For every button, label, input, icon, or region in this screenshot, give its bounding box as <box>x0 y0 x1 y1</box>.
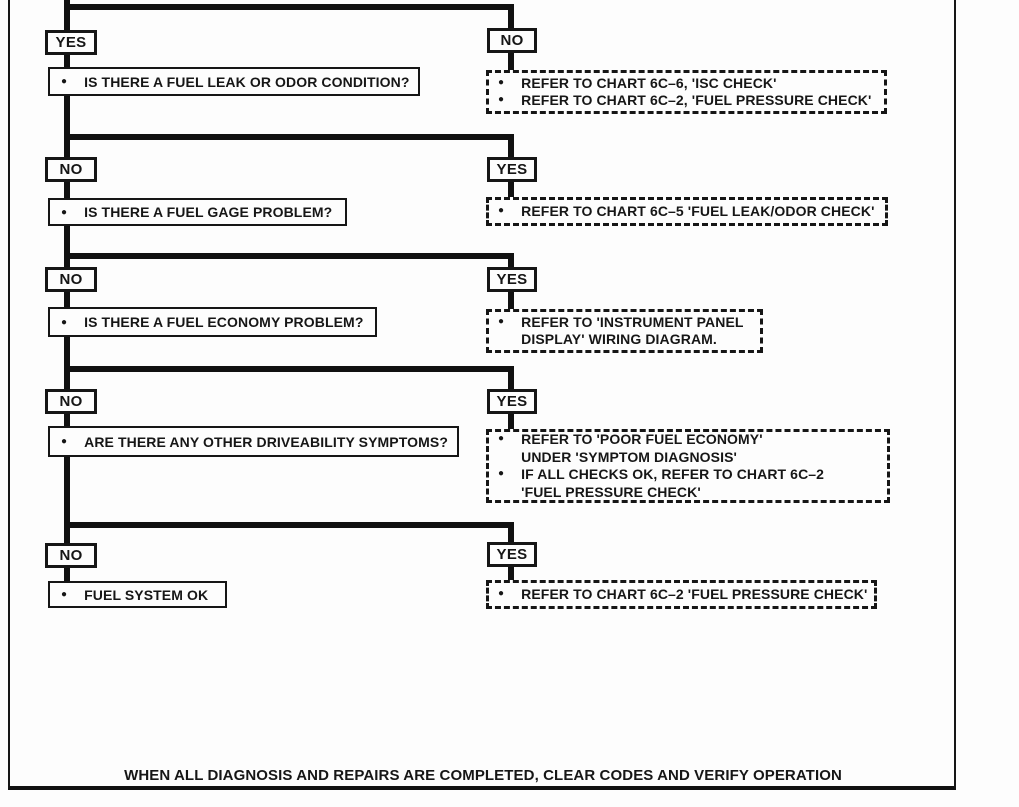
action-item: ● REFER TO 'POOR FUEL ECONOMY' UNDER 'SY… <box>498 431 881 466</box>
action-item: ● IF ALL CHECKS OK, REFER TO CHART 6C–2 … <box>498 466 881 501</box>
bullet-icon: ● <box>61 76 68 87</box>
row5-action-box: ● REFER TO CHART 6C–2 'FUEL PRESSURE CHE… <box>486 580 877 609</box>
row1-left-branch-label: YES <box>45 30 97 55</box>
action-item: ● REFER TO CHART 6C–6, 'ISC CHECK' <box>498 75 878 93</box>
action-item: ● REFER TO CHART 6C–5 'FUEL LEAK/ODOR CH… <box>498 203 879 221</box>
row3-left-branch-label: NO <box>45 267 97 292</box>
bullet-icon: ● <box>498 433 505 444</box>
action-item: ● REFER TO CHART 6C–2 'FUEL PRESSURE CHE… <box>498 586 868 604</box>
row1-action-2: REFER TO CHART 6C–2, 'FUEL PRESSURE CHEC… <box>521 92 872 108</box>
row5-question-text: FUEL SYSTEM OK <box>84 586 209 603</box>
left-trunk-line <box>64 0 70 590</box>
row4-rail-line <box>64 366 514 372</box>
row1-question-text: IS THERE A FUEL LEAK OR ODOR CONDITION? <box>84 73 410 90</box>
page-border <box>8 0 956 790</box>
row5-action-1: REFER TO CHART 6C–2 'FUEL PRESSURE CHECK… <box>521 585 868 602</box>
bullet-icon: ● <box>61 316 68 328</box>
footer-instruction: WHEN ALL DIAGNOSIS AND REPAIRS ARE COMPL… <box>124 767 842 784</box>
bullet-icon: ● <box>61 206 68 218</box>
row3-action-box: ● REFER TO 'INSTRUMENT PANEL DISPLAY' WI… <box>486 309 763 353</box>
row3-question-box: ● IS THERE A FUEL ECONOMY PROBLEM? <box>48 307 377 337</box>
row3-rail-line <box>64 253 514 259</box>
row3-question-text: IS THERE A FUEL ECONOMY PROBLEM? <box>84 314 364 330</box>
row1-action-box: ● REFER TO CHART 6C–6, 'ISC CHECK' ● REF… <box>486 70 887 114</box>
row1-right-branch-label: NO <box>487 28 537 53</box>
row2-question-box: ● IS THERE A FUEL GAGE PROBLEM? <box>48 198 347 226</box>
row2-rail-line <box>64 134 514 140</box>
row4-action-1: REFER TO 'POOR FUEL ECONOMY' UNDER 'SYMP… <box>521 431 763 465</box>
bullet-icon: ● <box>61 589 68 600</box>
action-item: ● REFER TO CHART 6C–2, 'FUEL PRESSURE CH… <box>498 92 878 110</box>
row5-rail-line <box>64 522 514 528</box>
row3-action-1: REFER TO 'INSTRUMENT PANEL DISPLAY' WIRI… <box>521 313 744 348</box>
row3-right-branch-label: YES <box>487 267 537 292</box>
row5-right-branch-label: YES <box>487 542 537 567</box>
row1-question-box: ● IS THERE A FUEL LEAK OR ODOR CONDITION… <box>48 67 420 96</box>
row2-action-1: REFER TO CHART 6C–5 'FUEL LEAK/ODOR CHEC… <box>521 202 875 219</box>
action-item: ● REFER TO 'INSTRUMENT PANEL DISPLAY' WI… <box>498 314 754 349</box>
row4-left-branch-label: NO <box>45 389 97 414</box>
row5-question-box: ● FUEL SYSTEM OK <box>48 581 227 608</box>
bullet-icon: ● <box>498 315 505 327</box>
row2-right-branch-label: YES <box>487 157 537 182</box>
bullet-icon: ● <box>498 76 505 88</box>
row4-question-text: ARE THERE ANY OTHER DRIVEABILITY SYMPTOM… <box>84 433 448 450</box>
row5-left-branch-label: NO <box>45 543 97 568</box>
row4-action-box: ● REFER TO 'POOR FUEL ECONOMY' UNDER 'SY… <box>486 429 890 503</box>
row2-question-text: IS THERE A FUEL GAGE PROBLEM? <box>84 204 333 220</box>
bullet-icon: ● <box>498 468 505 479</box>
bullet-icon: ● <box>498 204 505 216</box>
row4-right-branch-label: YES <box>487 389 537 414</box>
row4-action-2: IF ALL CHECKS OK, REFER TO CHART 6C–2 'F… <box>521 466 825 500</box>
row2-left-branch-label: NO <box>45 157 97 182</box>
bullet-icon: ● <box>61 436 68 447</box>
row4-question-box: ● ARE THERE ANY OTHER DRIVEABILITY SYMPT… <box>48 426 459 457</box>
row1-action-1: REFER TO CHART 6C–6, 'ISC CHECK' <box>521 74 777 91</box>
bullet-icon: ● <box>498 94 505 105</box>
row1-rail-line <box>64 4 514 10</box>
bullet-icon: ● <box>498 587 505 599</box>
row2-action-box: ● REFER TO CHART 6C–5 'FUEL LEAK/ODOR CH… <box>486 197 888 226</box>
